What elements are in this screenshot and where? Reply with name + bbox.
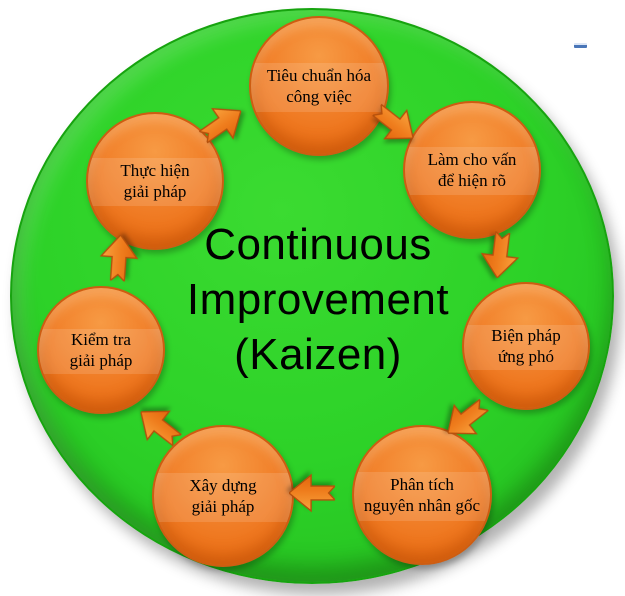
node-band [39,328,163,374]
node-band [464,324,588,370]
arrow-icon-visible-to-countermeasure [476,229,523,281]
title-line-1: Continuous [204,220,432,269]
node-label: Tiêu chuẩn hóa công việc [266,66,372,106]
node-label: Phân tích nguyên nhân gốc [363,475,481,515]
node-label: Thực hiện giải pháp [120,161,190,201]
node-label: Biện pháp ứng phó [491,326,561,366]
arrow-icon-build-to-check [128,395,190,456]
title-line-3: (Kaizen) [234,330,402,379]
node-circle [152,425,294,567]
node-circle [403,101,541,239]
step-node-countermeasure: Biện pháp ứng phó [462,282,590,410]
node-circle [249,16,389,156]
node-label: Làm cho vấn để hiện rõ [427,150,517,190]
title-line-2: Improvement [186,275,450,324]
step-node-standardize-work: Tiêu chuẩn hóa công việc [249,16,389,156]
node-band [405,147,539,196]
arrow-icon-standardize-to-visible [364,93,426,154]
arrow-icon-implement-to-standardize [191,94,253,155]
step-node-check-solution: Kiểm tra giải pháp [37,286,165,414]
node-band [354,471,490,521]
node-circle [37,286,165,414]
node-band [154,472,292,523]
diagram-title: Continuous Improvement (Kaizen) [113,217,523,382]
step-node-root-cause-analysis: Phân tích nguyên nhân gốc [352,425,492,565]
node-circle [86,112,224,250]
step-node-make-problem-visible: Làm cho vấn để hiện rõ [403,101,541,239]
node-circle [462,282,590,410]
node-band [251,62,387,112]
node-label: Kiểm tra giải pháp [69,330,133,370]
arrow-icon-rootcause-to-build [287,472,337,514]
step-node-implement-solution: Thực hiện giải pháp [86,112,224,250]
stray-dash-artifact [574,43,587,48]
step-node-build-solution: Xây dựng giải pháp [152,425,294,567]
node-label: Xây dựng giải pháp [189,476,257,516]
node-band [88,158,222,207]
arrow-icon-check-to-implement [96,233,141,284]
arrow-icon-countermeasure-to-rootcause [435,388,497,449]
node-circle [352,425,492,565]
